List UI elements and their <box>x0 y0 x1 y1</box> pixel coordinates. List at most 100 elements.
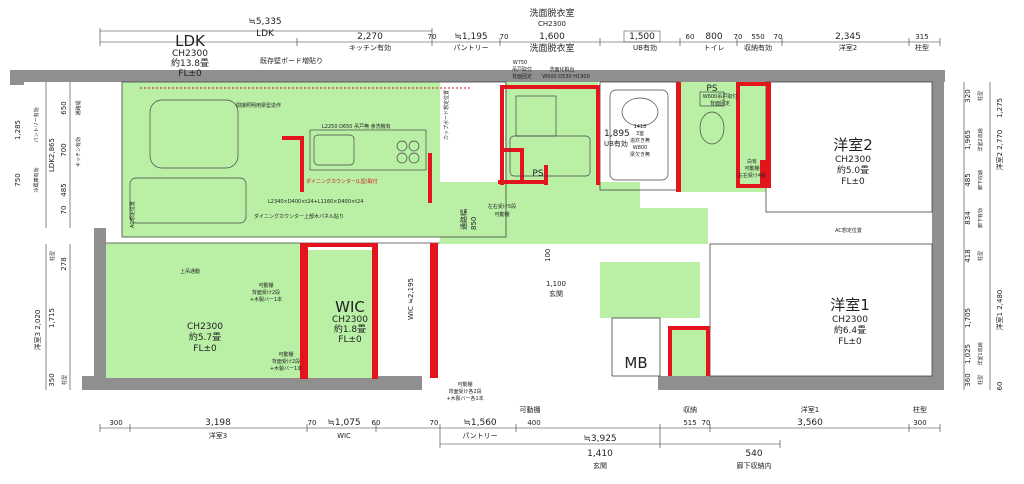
left-pantry: パントリー有効 <box>33 107 40 142</box>
shelf-movable-b: 可動棚 <box>278 351 293 358</box>
yoshitsu1-area: 約6.4畳 <box>834 324 866 336</box>
bottom-pantry-w: ≒1,560 <box>463 418 497 428</box>
left-278: 278 <box>60 257 68 270</box>
wic-area: 約1.8畳 <box>334 323 366 335</box>
bottom-yoshitsu1: 洋室1 <box>801 405 819 414</box>
left-fridge: 冷蔵庫有効 <box>33 167 40 192</box>
new-walls-red <box>282 82 771 379</box>
yoshitsu2-name: 洋室2 <box>833 136 873 154</box>
left-1715: 1,715 <box>48 308 56 328</box>
ldk-fl: FL±0 <box>178 69 202 79</box>
right-485: 485 <box>964 173 972 186</box>
left-kitchen: キッチン有効 <box>75 137 82 167</box>
shelf-4: 左右受け4段 <box>738 172 766 179</box>
shelf-back-b: 背面受け2段 <box>272 358 300 365</box>
hall-area <box>440 182 640 244</box>
bottom-hall-storage-w: 540 <box>745 449 762 459</box>
toilet-area <box>680 82 766 192</box>
yoshitsu1-ch: CH2300 <box>832 315 868 325</box>
wic-fl: FL±0 <box>338 335 362 345</box>
shelf-back-a: 背面受け2段 <box>252 289 280 296</box>
wic-dim: WIC ≒2,195 <box>407 278 415 320</box>
dim-yoshitsu2-width: 2,345 <box>835 32 861 42</box>
wood-bar-b: +木製バー1本 <box>270 365 302 372</box>
dim-60: 60 <box>686 33 695 41</box>
dim-70b: 70 <box>500 33 509 41</box>
dim-senmen-width: 1,600 <box>539 32 565 42</box>
dim-storage-label: 収納有効 <box>744 43 772 52</box>
wood-bar-a: +木製バー1本 <box>250 296 282 303</box>
ac-label2: AC想定位置 <box>835 227 862 234</box>
right-1275: 1,275 <box>996 98 1004 118</box>
right-2480: 洋室1 2,480 <box>995 290 1004 331</box>
ps2-label: PS <box>532 169 543 179</box>
kitchen-spec: L2250 D650 吊戸無 食洗機有 <box>322 123 391 130</box>
ps-backing: 背面固定 <box>710 100 730 107</box>
dim-toilet-width: 800 <box>705 32 722 42</box>
yoshitsu3-area <box>106 243 306 378</box>
bottom-70c: 70 <box>702 419 711 427</box>
bottom-dimensions <box>99 424 941 448</box>
dim-70d: 70 <box>774 33 783 41</box>
wic-ch: CH2300 <box>332 315 368 325</box>
right-1705: 1,705 <box>964 308 972 328</box>
dim-kitchen-width: 2,270 <box>357 32 383 42</box>
yoshitsu2-area: 約5.0畳 <box>837 164 869 176</box>
right-60: 60 <box>996 382 1004 391</box>
bottom-yoshitsu3-w: 3,198 <box>205 418 231 428</box>
bottom-60: 60 <box>372 419 381 427</box>
bottom-wic: WIC <box>337 432 351 440</box>
right-pillar2: 柱型 <box>977 251 984 261</box>
ub-beam: 梁欠き無 <box>630 151 650 158</box>
yoshitsu3-label: CH2300 約5.7畳 FL±0 <box>187 322 223 354</box>
bottom-yoshitsu1-w: 3,560 <box>797 418 823 428</box>
bottom-hall-storage: 廊下収納内 <box>737 461 772 470</box>
right-storage1: 洋室1収納 <box>977 342 984 365</box>
dim-550: 550 <box>751 33 764 41</box>
hanging-text: 吊戸取付 <box>512 66 532 73</box>
left-pillar2: 柱型 <box>61 375 68 385</box>
wic-name: WIC <box>335 298 365 316</box>
yoshitsu3-fl: FL±0 <box>193 344 217 354</box>
genkan-text: 玄関 <box>549 289 563 298</box>
left-dimensions <box>45 82 71 390</box>
bottom-yoshitsu3: 洋室3 <box>209 431 227 440</box>
bottom-pantry: パントリー <box>462 432 497 440</box>
pantry-area <box>440 82 505 182</box>
left-1285: 1,285 <box>14 120 22 140</box>
senmen-area <box>506 82 598 182</box>
left-pillar: 柱型 <box>49 251 56 261</box>
right-hallway: 廊下収納 <box>977 170 984 190</box>
shelf-back-c: 背面受け各2段 <box>448 388 481 395</box>
yoshitsu2-ch: CH2300 <box>835 155 871 165</box>
right-dim-labels: 320 柱型 1,275 1,965 洋室2収納 洋室2 2,770 485 廊… <box>964 89 1004 390</box>
bottom-400: 400 <box>527 419 540 427</box>
w750-text: W750 <box>513 60 528 66</box>
bottom-genkan-w: 1,410 <box>587 449 613 459</box>
dim-pillar-label: 柱型 <box>915 43 929 52</box>
d100: 100 <box>544 249 552 262</box>
ub-type: 3室 <box>636 130 644 137</box>
shelf-movable-a: 可動棚 <box>258 282 273 289</box>
dim-70a: 70 <box>428 33 437 41</box>
bottom-genkan: 玄関 <box>593 461 607 470</box>
bottom-70b: 70 <box>430 419 439 427</box>
d850: 850 <box>470 217 478 230</box>
shelf-movable-c: 可動棚 <box>457 381 472 388</box>
ub-w800: W800 <box>633 145 648 151</box>
white-shelf: 白有 <box>747 158 757 165</box>
ub-vert-label: UB有効 <box>604 139 628 148</box>
wall-board-text: 既存壁ボード増貼り <box>260 56 323 65</box>
left-750: 750 <box>14 173 22 186</box>
bottom-dim-labels: 300 3,198 洋室3 70 ≒1,075 WIC 60 70 ≒1,560… <box>109 405 927 470</box>
ldk-area-text: 約13.8畳 <box>171 57 209 69</box>
movable4: 可動棚 <box>744 165 759 172</box>
bottom-movable: 可動棚 <box>520 405 541 414</box>
ub-size: 1418 <box>634 124 647 130</box>
backing-text: 背面固定 <box>512 73 532 80</box>
wic-label: WIC CH2300 約1.8畳 FL±0 <box>332 298 368 345</box>
left-ldk2865: LDK2,865 <box>48 138 56 172</box>
senmen-title: 洗面脱衣室 <box>529 7 574 19</box>
bottom-wic-w: ≒1,075 <box>327 418 360 428</box>
dining-upper: ダイニングカウンター上部木パネル貼り <box>254 213 344 220</box>
